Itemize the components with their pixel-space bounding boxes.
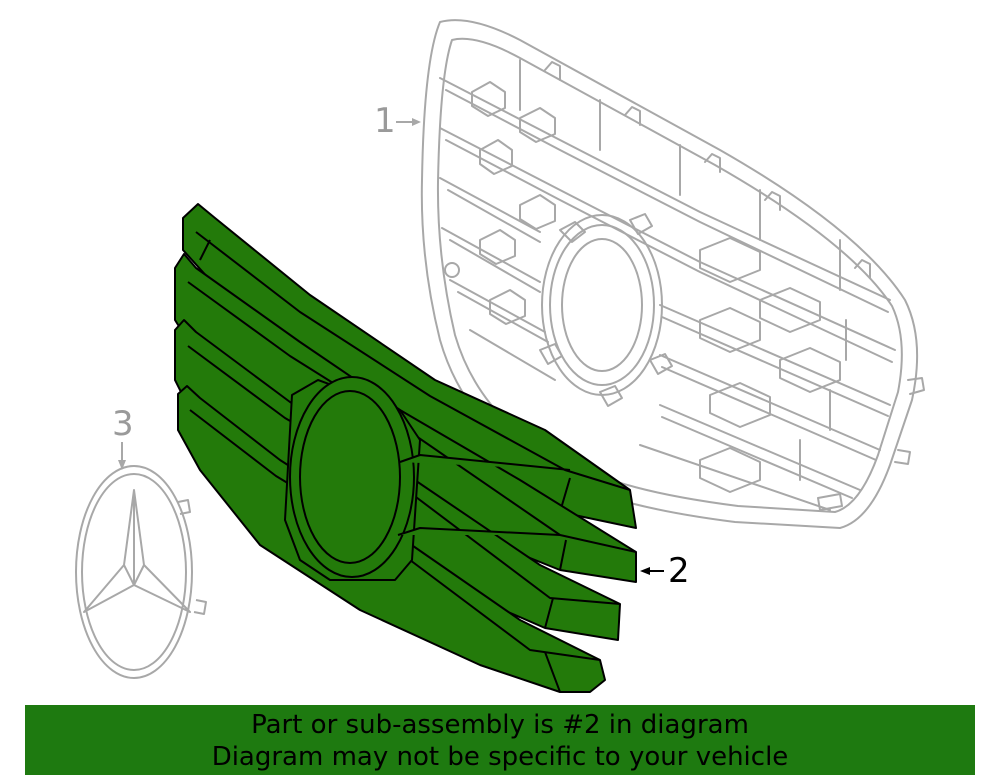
- info-banner: Part or sub-assembly is #2 in diagram Di…: [25, 705, 975, 775]
- emblem-part-3: [75, 465, 207, 679]
- callout-2-leader: [640, 567, 664, 575]
- grille-shell-part-1: [420, 19, 925, 529]
- callout-number-1: 1: [374, 101, 396, 141]
- callout-1-leader: [396, 118, 421, 126]
- banner-line-part-number: Part or sub-assembly is #2 in diagram: [251, 710, 749, 740]
- parts-diagram: [75, 19, 925, 693]
- callout-3-leader: [118, 442, 126, 470]
- grille-insert-part-2: [174, 203, 637, 693]
- banner-line-disclaimer: Diagram may not be specific to your vehi…: [211, 742, 789, 772]
- callout-number-2: 2: [668, 551, 690, 591]
- callout-number-3: 3: [112, 404, 134, 444]
